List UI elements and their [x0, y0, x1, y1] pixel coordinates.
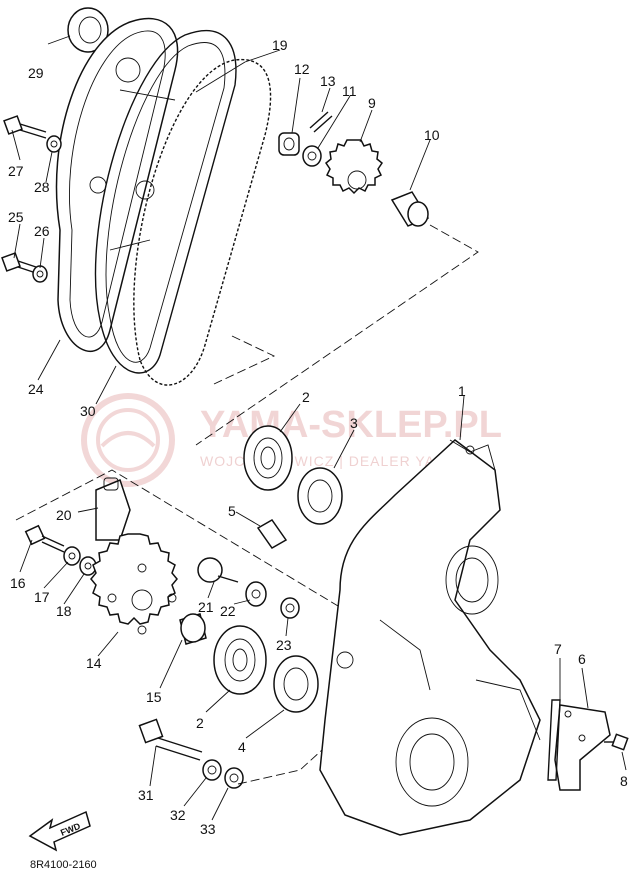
part-15-collar	[179, 613, 207, 645]
label-part-21: 21	[198, 599, 214, 615]
part-2-bearing-lower	[213, 625, 267, 695]
label-part-5: 5	[228, 503, 236, 519]
part-21-bolt	[197, 557, 239, 583]
part-19-chain	[133, 58, 272, 386]
label-part-17: 17	[34, 589, 50, 605]
label-part-24: 24	[28, 381, 44, 397]
label-part-29: 29	[28, 65, 44, 81]
part-14-sprocket	[90, 533, 178, 635]
label-part-27: 27	[8, 163, 24, 179]
part-25-bolt	[1, 252, 37, 274]
part-26-washer	[32, 265, 48, 283]
part-23-washer	[280, 597, 300, 619]
diagram-code: 8R4100-2160	[30, 859, 97, 871]
part-20-chain-tensioner	[95, 477, 131, 541]
part-31-bolt	[138, 718, 203, 761]
part-22-collar	[245, 581, 267, 607]
label-part-23: 23	[276, 637, 292, 653]
part-9-sprocket	[324, 139, 384, 195]
label-part-33: 33	[200, 821, 216, 837]
label-part-4: 4	[238, 739, 246, 755]
part-8-bolt	[604, 733, 629, 751]
label-part-10: 10	[424, 127, 440, 143]
label-part-1: 1	[458, 383, 466, 399]
part-33-washer	[224, 767, 244, 789]
label-part-16: 16	[10, 575, 26, 591]
label-part-8: 8	[620, 773, 628, 789]
label-part-2-upper: 2	[302, 389, 310, 405]
part-32-washer	[202, 759, 222, 781]
label-part-13: 13	[320, 73, 336, 89]
label-part-31: 31	[138, 787, 154, 803]
label-part-7: 7	[554, 641, 562, 657]
part-4-oil-seal	[273, 655, 319, 713]
label-part-26: 26	[34, 223, 50, 239]
part-number-labels: 1 2 2 3 4 5 6 7 8 9 10 11 12 13 14 15 16…	[8, 37, 628, 837]
label-part-2-lower: 2	[196, 715, 204, 731]
part-29-oil-seal	[67, 7, 109, 53]
watermark-logo	[81, 393, 175, 487]
label-part-19: 19	[272, 37, 288, 53]
part-7-gasket	[547, 699, 561, 781]
label-part-30: 30	[80, 403, 96, 419]
part-3-oil-seal	[297, 467, 343, 525]
label-part-3: 3	[350, 415, 358, 431]
part-5-pin	[256, 519, 288, 549]
leader-lines	[11, 35, 627, 821]
part-1-chain-case	[319, 439, 541, 836]
part-2-bearing-upper	[243, 425, 293, 491]
part-12-nut	[278, 132, 300, 156]
part-16-bolt	[24, 524, 65, 553]
part-30-gasket	[94, 29, 237, 374]
label-part-20: 20	[56, 507, 72, 523]
label-part-18: 18	[56, 603, 72, 619]
label-part-12: 12	[294, 61, 310, 77]
part-17-washer	[63, 546, 81, 566]
label-part-6: 6	[578, 651, 586, 667]
label-part-22: 22	[220, 603, 236, 619]
part-13-cotter-pin	[309, 111, 333, 133]
label-part-11: 11	[342, 83, 357, 99]
label-part-9: 9	[368, 95, 376, 111]
label-part-14: 14	[86, 655, 102, 671]
label-part-15: 15	[146, 689, 162, 705]
part-11-washer	[302, 145, 322, 167]
fwd-arrow-icon: FWD	[28, 810, 91, 852]
part-27-bolt	[3, 115, 47, 139]
part-10-collar	[390, 191, 430, 227]
label-part-25: 25	[8, 209, 24, 225]
label-part-28: 28	[34, 179, 50, 195]
part-6-bracket	[554, 704, 611, 791]
part-28-washer	[46, 135, 62, 153]
label-part-32: 32	[170, 807, 186, 823]
